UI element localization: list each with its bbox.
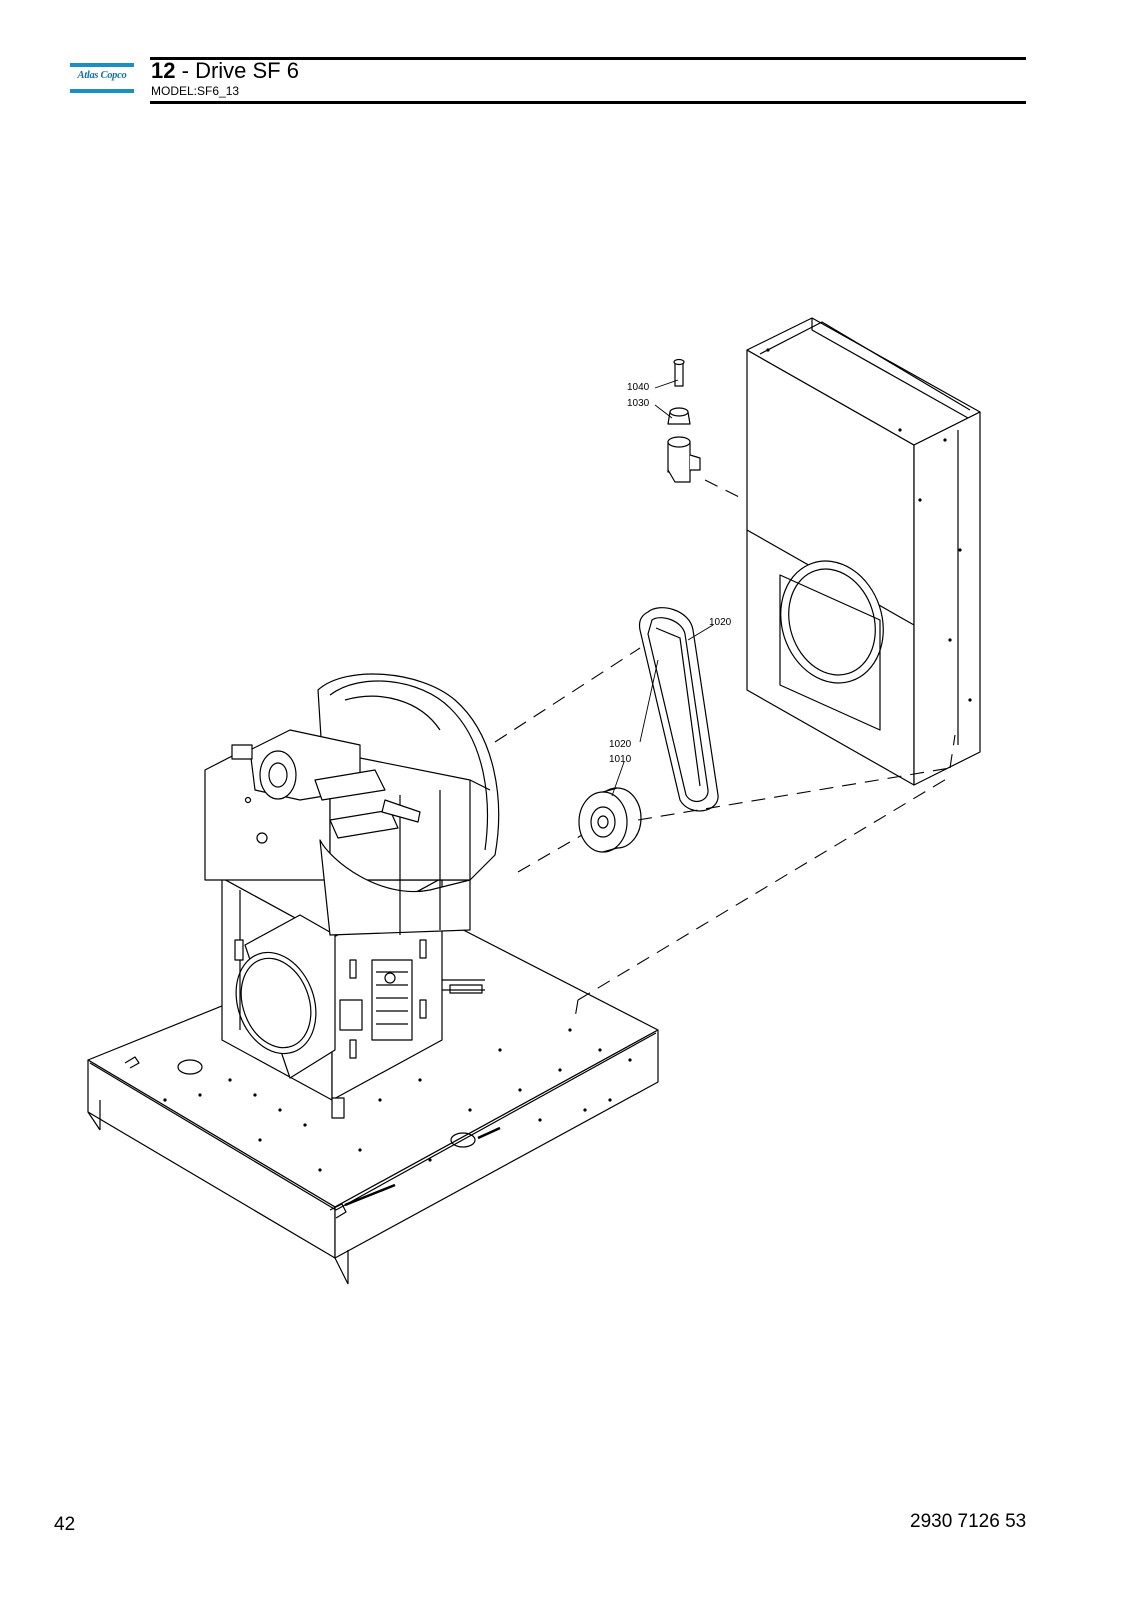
v-belt [638,607,719,812]
tee-fitting-assembly [667,358,701,483]
atlas-copco-logo: Atlas Copco [70,63,134,93]
header-rule-bottom [150,101,1026,104]
logo-text: Atlas Copco [77,70,127,81]
callout-leaders [611,379,714,797]
logo-bar-top [70,63,134,67]
title-separator: - [181,58,189,83]
belt-guard-housing [746,317,981,786]
document-number: 2930 7126 53 [910,1511,1027,1532]
assembly-lines [494,479,956,1019]
pulley [578,787,642,853]
page-number: 42 [54,1514,76,1535]
callout-1010: 1010 [609,754,632,765]
section-number: 12 [151,58,176,83]
model-label: MODEL:SF6_13 [151,84,240,98]
callout-1040: 1040 [627,382,650,393]
page-title: 12 - Drive SF 6 [151,58,299,84]
section-title: Drive SF 6 [195,58,299,83]
callout-1020-upper: 1020 [709,617,732,628]
callout-1030: 1030 [627,398,650,409]
logo-bar-bottom [70,89,134,93]
header-rule-top [150,57,1026,60]
callout-1020-lower: 1020 [609,739,632,750]
scroll-compressor-element [204,673,500,936]
